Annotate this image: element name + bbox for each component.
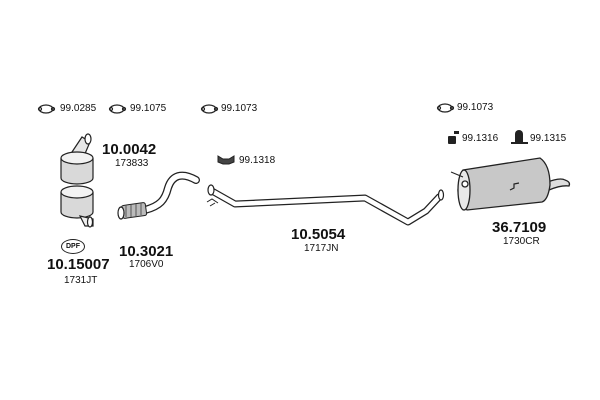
middle-pipe-drawing [206,184,445,226]
part-code: 1731JT [64,275,98,286]
part-code: 1730CR [503,236,540,247]
accessory-ref: 99.1315 [530,133,567,144]
gasket-icon [108,104,127,114]
accessory-ref: 99.1073 [457,102,494,113]
rear-silencer-drawing [450,157,571,211]
rubber-mount-icon [511,130,528,144]
part-number: 10.15007 [47,256,110,273]
catalytic-converter-drawing [60,133,94,185]
gasket-icon [37,104,56,114]
accessory-ref: 99.1318 [239,155,276,166]
particulate-filter-drawing [60,185,94,228]
part-number: 10.5054 [291,226,346,243]
clamp-icon [217,155,235,165]
part-number: 36.7109 [492,219,547,236]
rubber-mount-icon [448,131,459,144]
part-code: 1717JN [304,243,339,254]
dpf-badge: DPF [61,239,85,254]
part-code: 1706V0 [129,259,164,270]
part-code: 173833 [115,158,149,169]
gasket-icon [200,104,219,114]
accessory-ref: 99.1073 [221,103,258,114]
front-pipe-drawing [117,171,200,220]
accessory-ref: 99.1075 [130,103,167,114]
part-number: 10.0042 [102,141,157,158]
accessory-ref: 99.1316 [462,133,499,144]
gasket-icon [436,103,455,113]
part-number: 10.3021 [119,243,174,260]
accessory-ref: 99.0285 [60,103,97,114]
